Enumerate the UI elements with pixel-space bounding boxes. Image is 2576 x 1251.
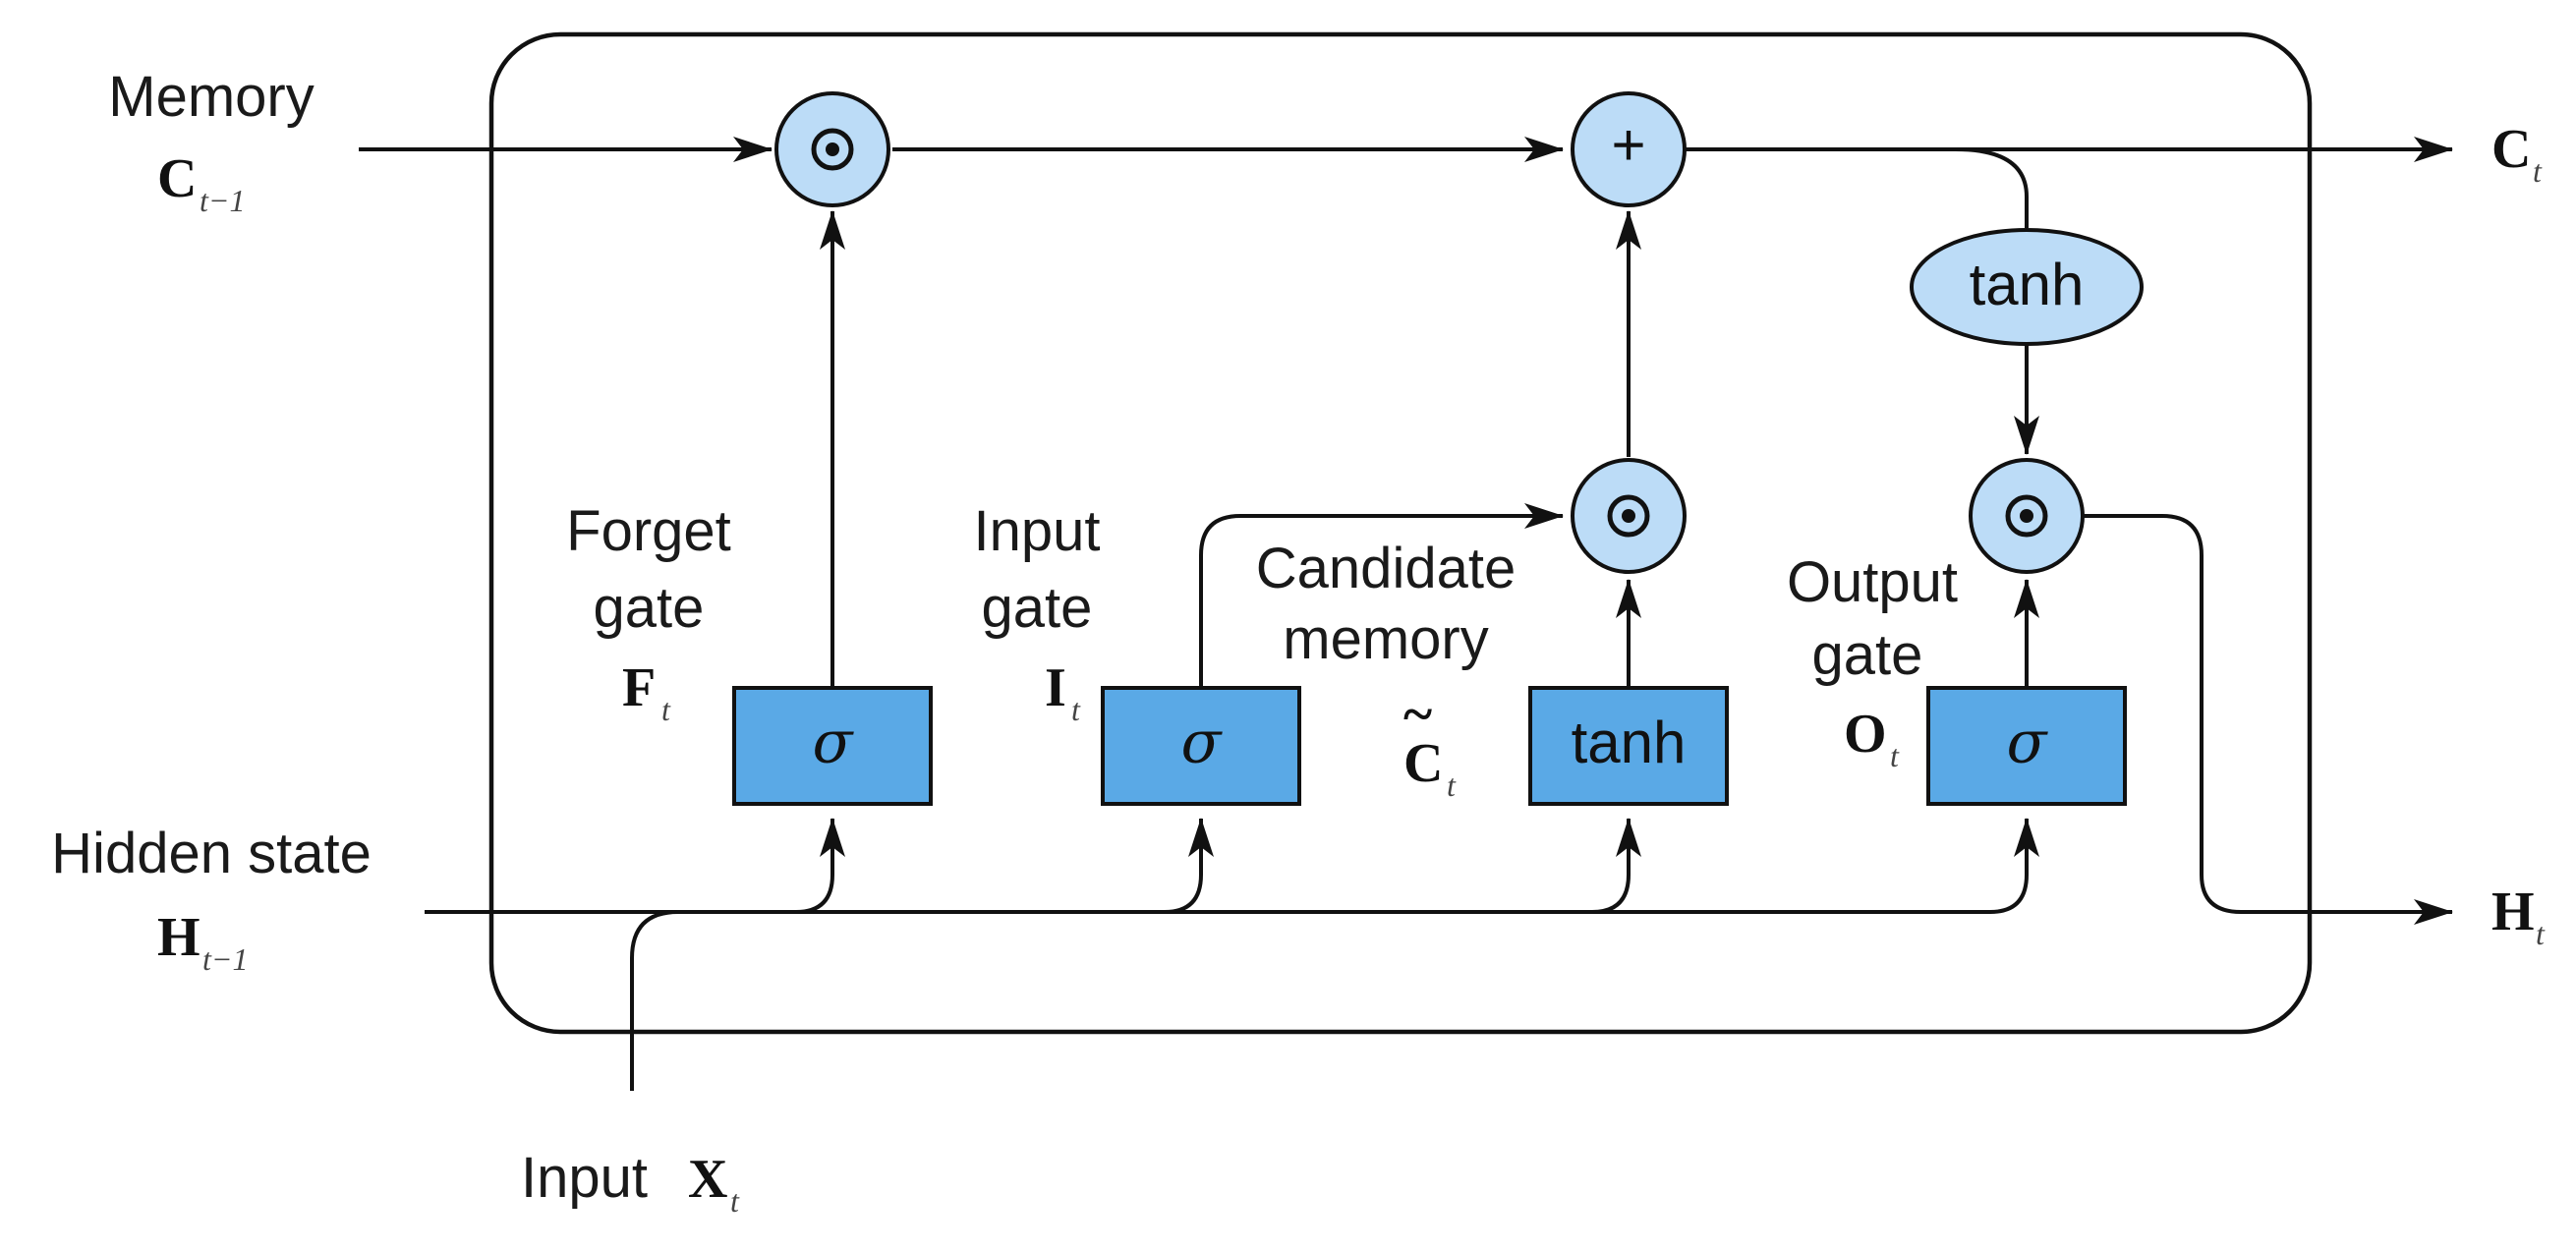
input-gate-function: σ bbox=[1181, 709, 1224, 777]
input-gate-label-line2: gate bbox=[982, 576, 1093, 640]
svg-text:t: t bbox=[2536, 916, 2546, 951]
input-label: Input bbox=[521, 1146, 648, 1210]
output-gate-symbol: O t bbox=[1844, 704, 1900, 773]
candidate-label-line1: Candidate bbox=[1256, 537, 1516, 600]
input-sub: t bbox=[730, 1183, 740, 1219]
forget-gate-label-line1: Forget bbox=[566, 499, 731, 563]
svg-text:t−1: t−1 bbox=[200, 183, 245, 218]
candidate-label-line2: memory bbox=[1283, 607, 1488, 671]
output-multiply-op bbox=[1969, 458, 2085, 574]
forget-gate-symbol: F t bbox=[622, 657, 671, 727]
svg-text:H: H bbox=[2491, 881, 2535, 942]
forget-gate-function: σ bbox=[813, 709, 855, 777]
svg-text:t: t bbox=[661, 692, 671, 727]
output-tanh-op: tanh bbox=[1910, 228, 2144, 346]
output-gate-label-line1: Output bbox=[1787, 550, 1958, 614]
hidden-out-symbol: H t bbox=[2491, 881, 2546, 951]
svg-text:F: F bbox=[622, 657, 656, 718]
candidate-multiply-op bbox=[1571, 458, 1687, 574]
svg-text:C: C bbox=[2491, 119, 2531, 180]
svg-text:O: O bbox=[1844, 704, 1887, 765]
svg-text:~: ~ bbox=[1403, 684, 1432, 745]
forget-gate-box: σ bbox=[732, 686, 933, 806]
svg-text:t−1: t−1 bbox=[202, 941, 248, 977]
hidden-in-symbol: H t−1 bbox=[157, 907, 248, 977]
svg-text:t: t bbox=[1447, 768, 1457, 803]
memory-out-symbol: C t bbox=[2491, 119, 2543, 189]
svg-text:C: C bbox=[157, 148, 197, 209]
svg-text:t: t bbox=[1890, 738, 1900, 773]
svg-text:H: H bbox=[157, 907, 200, 968]
input-symbol: X bbox=[688, 1149, 727, 1210]
lstm-cell-frame bbox=[488, 31, 2313, 1035]
input-label-group: Input X t bbox=[521, 1146, 740, 1219]
svg-text:t: t bbox=[2533, 153, 2543, 189]
memory-label: Memory bbox=[108, 65, 314, 129]
output-gate-box: σ bbox=[1926, 686, 2127, 806]
connections bbox=[359, 137, 2453, 1091]
memory-in-symbol: C t−1 bbox=[157, 148, 245, 218]
svg-text:I: I bbox=[1045, 657, 1066, 718]
candidate-function: tanh bbox=[1572, 710, 1687, 775]
input-gate-box: σ bbox=[1101, 686, 1301, 806]
forget-gate-label-line2: gate bbox=[594, 576, 705, 640]
plus-op: + bbox=[1571, 91, 1687, 207]
forget-multiply-op bbox=[774, 91, 890, 207]
candidate-symbol: ~ C t bbox=[1403, 684, 1457, 803]
hidden-state-label: Hidden state bbox=[51, 822, 372, 885]
svg-text:C: C bbox=[1403, 733, 1443, 794]
output-gate-function: σ bbox=[2007, 709, 2049, 777]
plus-symbol: + bbox=[1611, 112, 1645, 178]
svg-text:t: t bbox=[1071, 692, 1081, 727]
candidate-box: tanh bbox=[1528, 686, 1729, 806]
input-gate-label-line1: Input bbox=[974, 499, 1101, 563]
output-tanh-label: tanh bbox=[1970, 252, 2085, 317]
output-gate-label-line2: gate bbox=[1812, 623, 1923, 687]
input-gate-symbol: I t bbox=[1045, 657, 1081, 727]
